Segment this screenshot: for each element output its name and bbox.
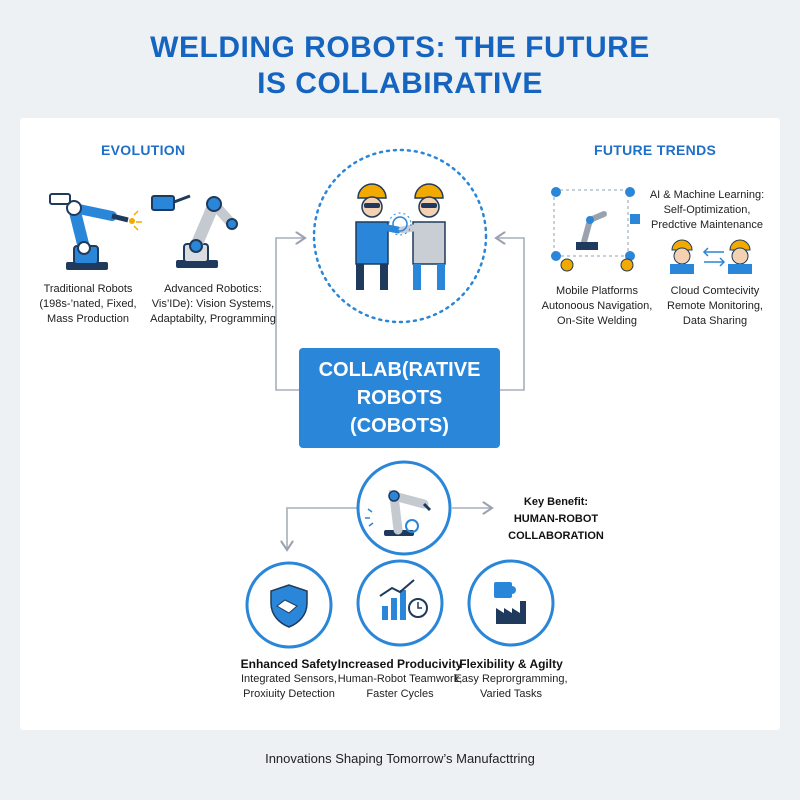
robot-arm-icon bbox=[151, 194, 238, 268]
shield-handshake-icon bbox=[245, 561, 333, 649]
future-trends-heading: FUTURE TRENDS bbox=[594, 142, 717, 158]
caption-line: Human-Robot Teamwork, bbox=[337, 673, 463, 685]
caption-line: Varied Tasks bbox=[480, 688, 542, 700]
mobile-robot-icon bbox=[560, 258, 634, 272]
title-line-1: WELDING ROBOTS: THE FUTURE bbox=[150, 31, 650, 64]
caption-line: Faster Cycles bbox=[366, 688, 434, 700]
caption-line: Autonoous Navigation, bbox=[541, 300, 653, 312]
caption-line: Traditional Robots bbox=[43, 283, 133, 295]
worker-icon bbox=[398, 183, 446, 290]
key-benefit-line: HUMAN-ROBOT bbox=[513, 513, 599, 525]
benefit-title: Enhanced Safety bbox=[240, 657, 338, 671]
caption-line: Advanced Robotics: bbox=[164, 283, 262, 295]
chart-clock-icon bbox=[356, 559, 444, 647]
caption-line: Remote Monitoring, bbox=[667, 300, 763, 312]
trend-item-cloud: Cloud Comtecivity Remote Monitoring, Dat… bbox=[655, 284, 775, 329]
puzzle-factory-icon bbox=[467, 559, 555, 647]
benefit-flexibility: Flexibility & Agilty Easy Reprorgramming… bbox=[441, 656, 581, 702]
center-line: ROBOTS bbox=[356, 387, 443, 409]
title-line-2: IS COLLABIRATIVE bbox=[257, 67, 543, 100]
benefit-productivity: Increased Producivity Human-Robot Teamwo… bbox=[330, 656, 470, 702]
caption-line: Self-Optimization, bbox=[663, 204, 751, 216]
cobot-arm-icon bbox=[356, 460, 452, 556]
robot-arm-icon bbox=[49, 193, 142, 270]
worker-icon bbox=[355, 183, 402, 290]
center-line: COLLAB(RATIVE bbox=[318, 359, 481, 381]
caption-line: AI & Machine Learning: bbox=[649, 189, 765, 201]
ai-network-icon bbox=[551, 187, 640, 261]
caption-line: Predctive Maintenance bbox=[651, 219, 763, 231]
caption-line: Proxiuity Detection bbox=[243, 688, 335, 700]
evolution-heading: EVOLUTION bbox=[101, 142, 186, 158]
connector-lines bbox=[275, 238, 525, 550]
caption-line: Mobile Platforms bbox=[556, 285, 638, 297]
caption-line: (198s-’nated, Fixed, bbox=[39, 298, 137, 310]
page-title: WELDING ROBOTS: THE FUTURE IS COLLABIRAT… bbox=[0, 30, 800, 102]
evolution-item-traditional: Traditional Robots (198s-’nated, Fixed, … bbox=[28, 282, 148, 327]
trend-item-ai: AI & Machine Learning: Self-Optimization… bbox=[642, 188, 772, 233]
key-benefit-line: COLLABORATION bbox=[508, 530, 604, 542]
caption-line: Adaptabilty, Programming bbox=[150, 313, 276, 325]
footer-tagline: Innovations Shaping Tomorrow’s Manufactt… bbox=[265, 751, 535, 766]
evolution-item-advanced: Advanced Robotics: Vis’IDe): Vision Syst… bbox=[143, 282, 283, 327]
caption-line: On-Site Welding bbox=[557, 315, 637, 327]
caption-line: Integrated Sensors, bbox=[240, 673, 337, 685]
caption-line: Cloud Comtecivity bbox=[670, 285, 760, 297]
caption-line: Mass Production bbox=[47, 313, 129, 325]
caption-line: Vis’IDe): Vision Systems, bbox=[151, 298, 275, 310]
key-benefit-line: Key Benefit: bbox=[523, 496, 589, 508]
benefit-title: Increased Producivity bbox=[337, 657, 463, 671]
cloud-workers-icon bbox=[670, 239, 752, 274]
center-line: (COBOTS) bbox=[350, 415, 449, 437]
caption-line: Easy Reprorgramming, bbox=[454, 673, 568, 685]
trend-item-mobile: Mobile Platforms Autonoous Navigation, O… bbox=[537, 284, 657, 329]
benefit-title: Flexibility & Agilty bbox=[459, 657, 563, 671]
cobots-center-box: COLLAB(RATIVE ROBOTS (COBOTS) bbox=[299, 348, 500, 448]
cobot-workers-illustration bbox=[312, 148, 488, 324]
benefit-safety: Enhanced Safety Integrated Sensors, Prox… bbox=[219, 656, 359, 702]
caption-line: Data Sharing bbox=[682, 315, 748, 327]
key-benefit-label: Key Benefit: HUMAN-ROBOT COLLABORATION bbox=[481, 494, 631, 545]
